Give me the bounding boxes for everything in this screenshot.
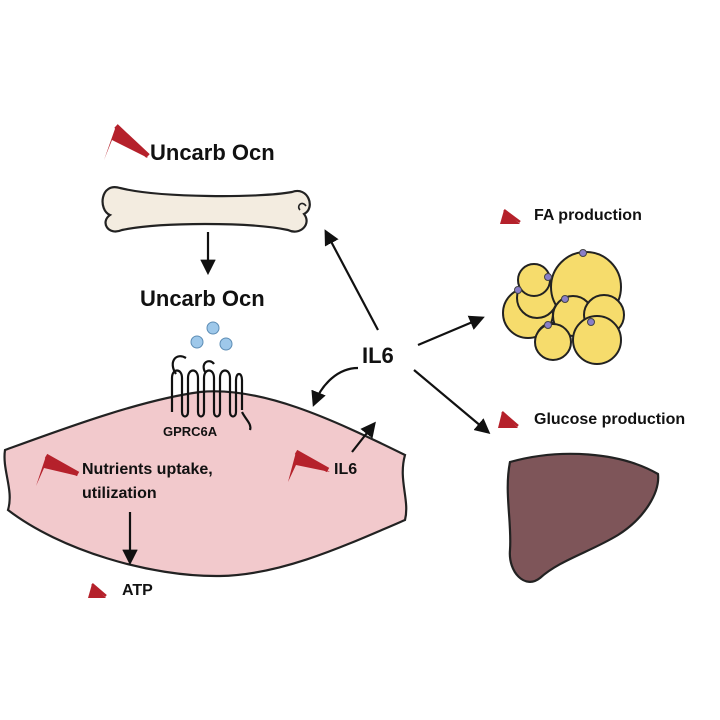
ocn-molecule-icon bbox=[219, 337, 233, 351]
nutrients-line2-label: utilization bbox=[82, 485, 157, 502]
glucose-production-label: Glucose production bbox=[534, 411, 686, 428]
gprc6a-receptor-icon bbox=[170, 355, 252, 431]
muscle-tissue bbox=[3, 390, 408, 578]
increase-arrow-icon bbox=[498, 411, 519, 428]
increase-arrow-icon bbox=[88, 583, 107, 598]
atp-label: ATP bbox=[122, 582, 153, 599]
il6-to-liver-arrow bbox=[413, 369, 491, 434]
muscle-il6-secretion-arrow bbox=[351, 421, 376, 453]
uncarb-ocn-top-label: Uncarb Ocn bbox=[150, 140, 275, 165]
ocn-molecule-icon bbox=[206, 321, 220, 335]
il6-muscle-label: IL6 bbox=[334, 461, 358, 478]
increase-arrow-icon bbox=[36, 453, 80, 486]
uncarb-ocn-mid-label: Uncarb Ocn bbox=[140, 286, 265, 311]
increase-arrow-icon bbox=[500, 209, 521, 224]
increase-arrow-icon bbox=[104, 124, 150, 160]
fa-production-label: FA production bbox=[534, 207, 642, 224]
il6-center-label: IL6 bbox=[362, 343, 394, 368]
il6-to-muscle-arrow bbox=[311, 366, 359, 407]
ocn-molecule-icon bbox=[190, 335, 204, 349]
liver-icon bbox=[506, 452, 660, 583]
bone-icon bbox=[101, 186, 311, 233]
increase-arrow-icon bbox=[288, 449, 330, 482]
gprc6a-label: GPRC6A bbox=[163, 424, 218, 439]
fat-cells-icon bbox=[502, 251, 625, 365]
nutrients-line1-label: Nutrients uptake, bbox=[82, 461, 213, 478]
il6-to-fat-arrow bbox=[417, 315, 485, 347]
il6-to-bone-arrow bbox=[324, 229, 379, 331]
